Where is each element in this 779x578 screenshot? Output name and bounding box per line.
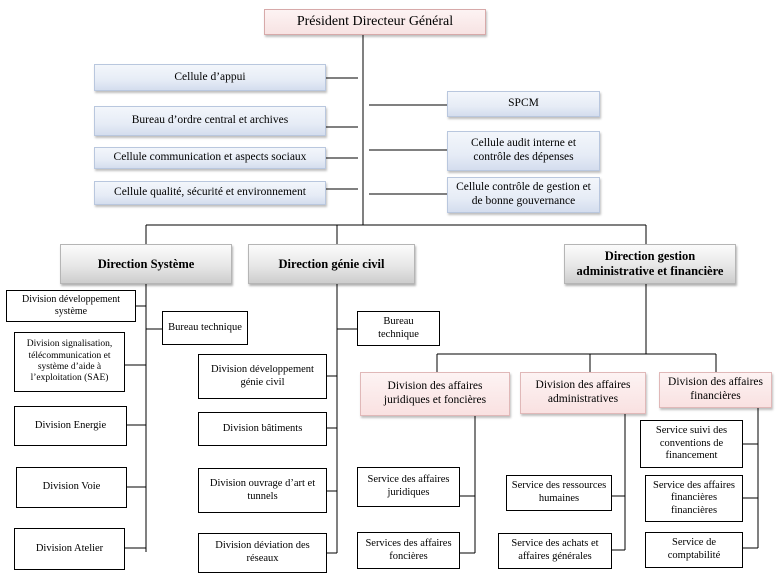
ds-division-developpement-box: Division développement système [6,290,136,322]
gc-division-developpement-box: Division développement génie civil [198,354,327,399]
gaf-division-administratives-box: Division des affaires administratives [520,372,646,414]
gaf-division-juridiques-box: Division des affaires juridiques et fonc… [360,372,510,416]
cellule-appui-box: Cellule d’appui [94,64,326,91]
ds-division-signalisation-box: Division signalisation, télécommunicatio… [14,332,125,392]
gc-division-deviation-box: Division déviation des réseaux [198,533,327,573]
ds-division-energie-box: Division Energie [14,406,127,446]
cellule-audit-box: Cellule audit interne et contrôle des dé… [447,131,600,171]
service-achats-box: Service des achats et affaires générales [498,533,612,569]
service-suivi-conventions-box: Service suivi des conventions de finance… [640,420,743,468]
bureau-ordre-box: Bureau d’ordre central et archives [94,106,326,136]
service-ressources-humaines-box: Service des ressources humaines [506,475,612,511]
cellule-controle-gestion-box: Cellule contrôle de gestion et de bonne … [447,177,600,213]
direction-systeme-box: Direction Système [60,244,232,284]
direction-gaf-box: Direction gestion administrative et fina… [564,244,736,284]
gaf-division-financieres-box: Division des affaires financières [659,372,772,408]
gc-division-ouvrage-box: Division ouvrage d’art et tunnels [198,468,327,513]
services-affaires-foncieres-box: Services des affaires foncières [357,532,460,569]
spcm-box: SPCM [447,91,600,117]
gc-bureau-technique-box: Bureau technique [357,311,440,346]
service-affaires-juridiques-box: Service des affaires juridiques [357,467,460,507]
president-box: Président Directeur Général [264,9,486,35]
service-comptabilite-box: Service de comptabilité [645,532,743,568]
cellule-qualite-box: Cellule qualité, sécurité et environneme… [94,181,326,205]
ds-bureau-technique-box: Bureau technique [162,311,248,345]
ds-division-voie-box: Division Voie [16,467,127,508]
gc-division-batiments-box: Division bâtiments [198,412,327,446]
direction-genie-civil-box: Direction génie civil [248,244,415,284]
service-affaires-financieres-box: Service des affaires financières financi… [645,475,743,522]
cellule-communication-box: Cellule communication et aspects sociaux [94,147,326,169]
ds-division-atelier-box: Division Atelier [14,528,125,570]
